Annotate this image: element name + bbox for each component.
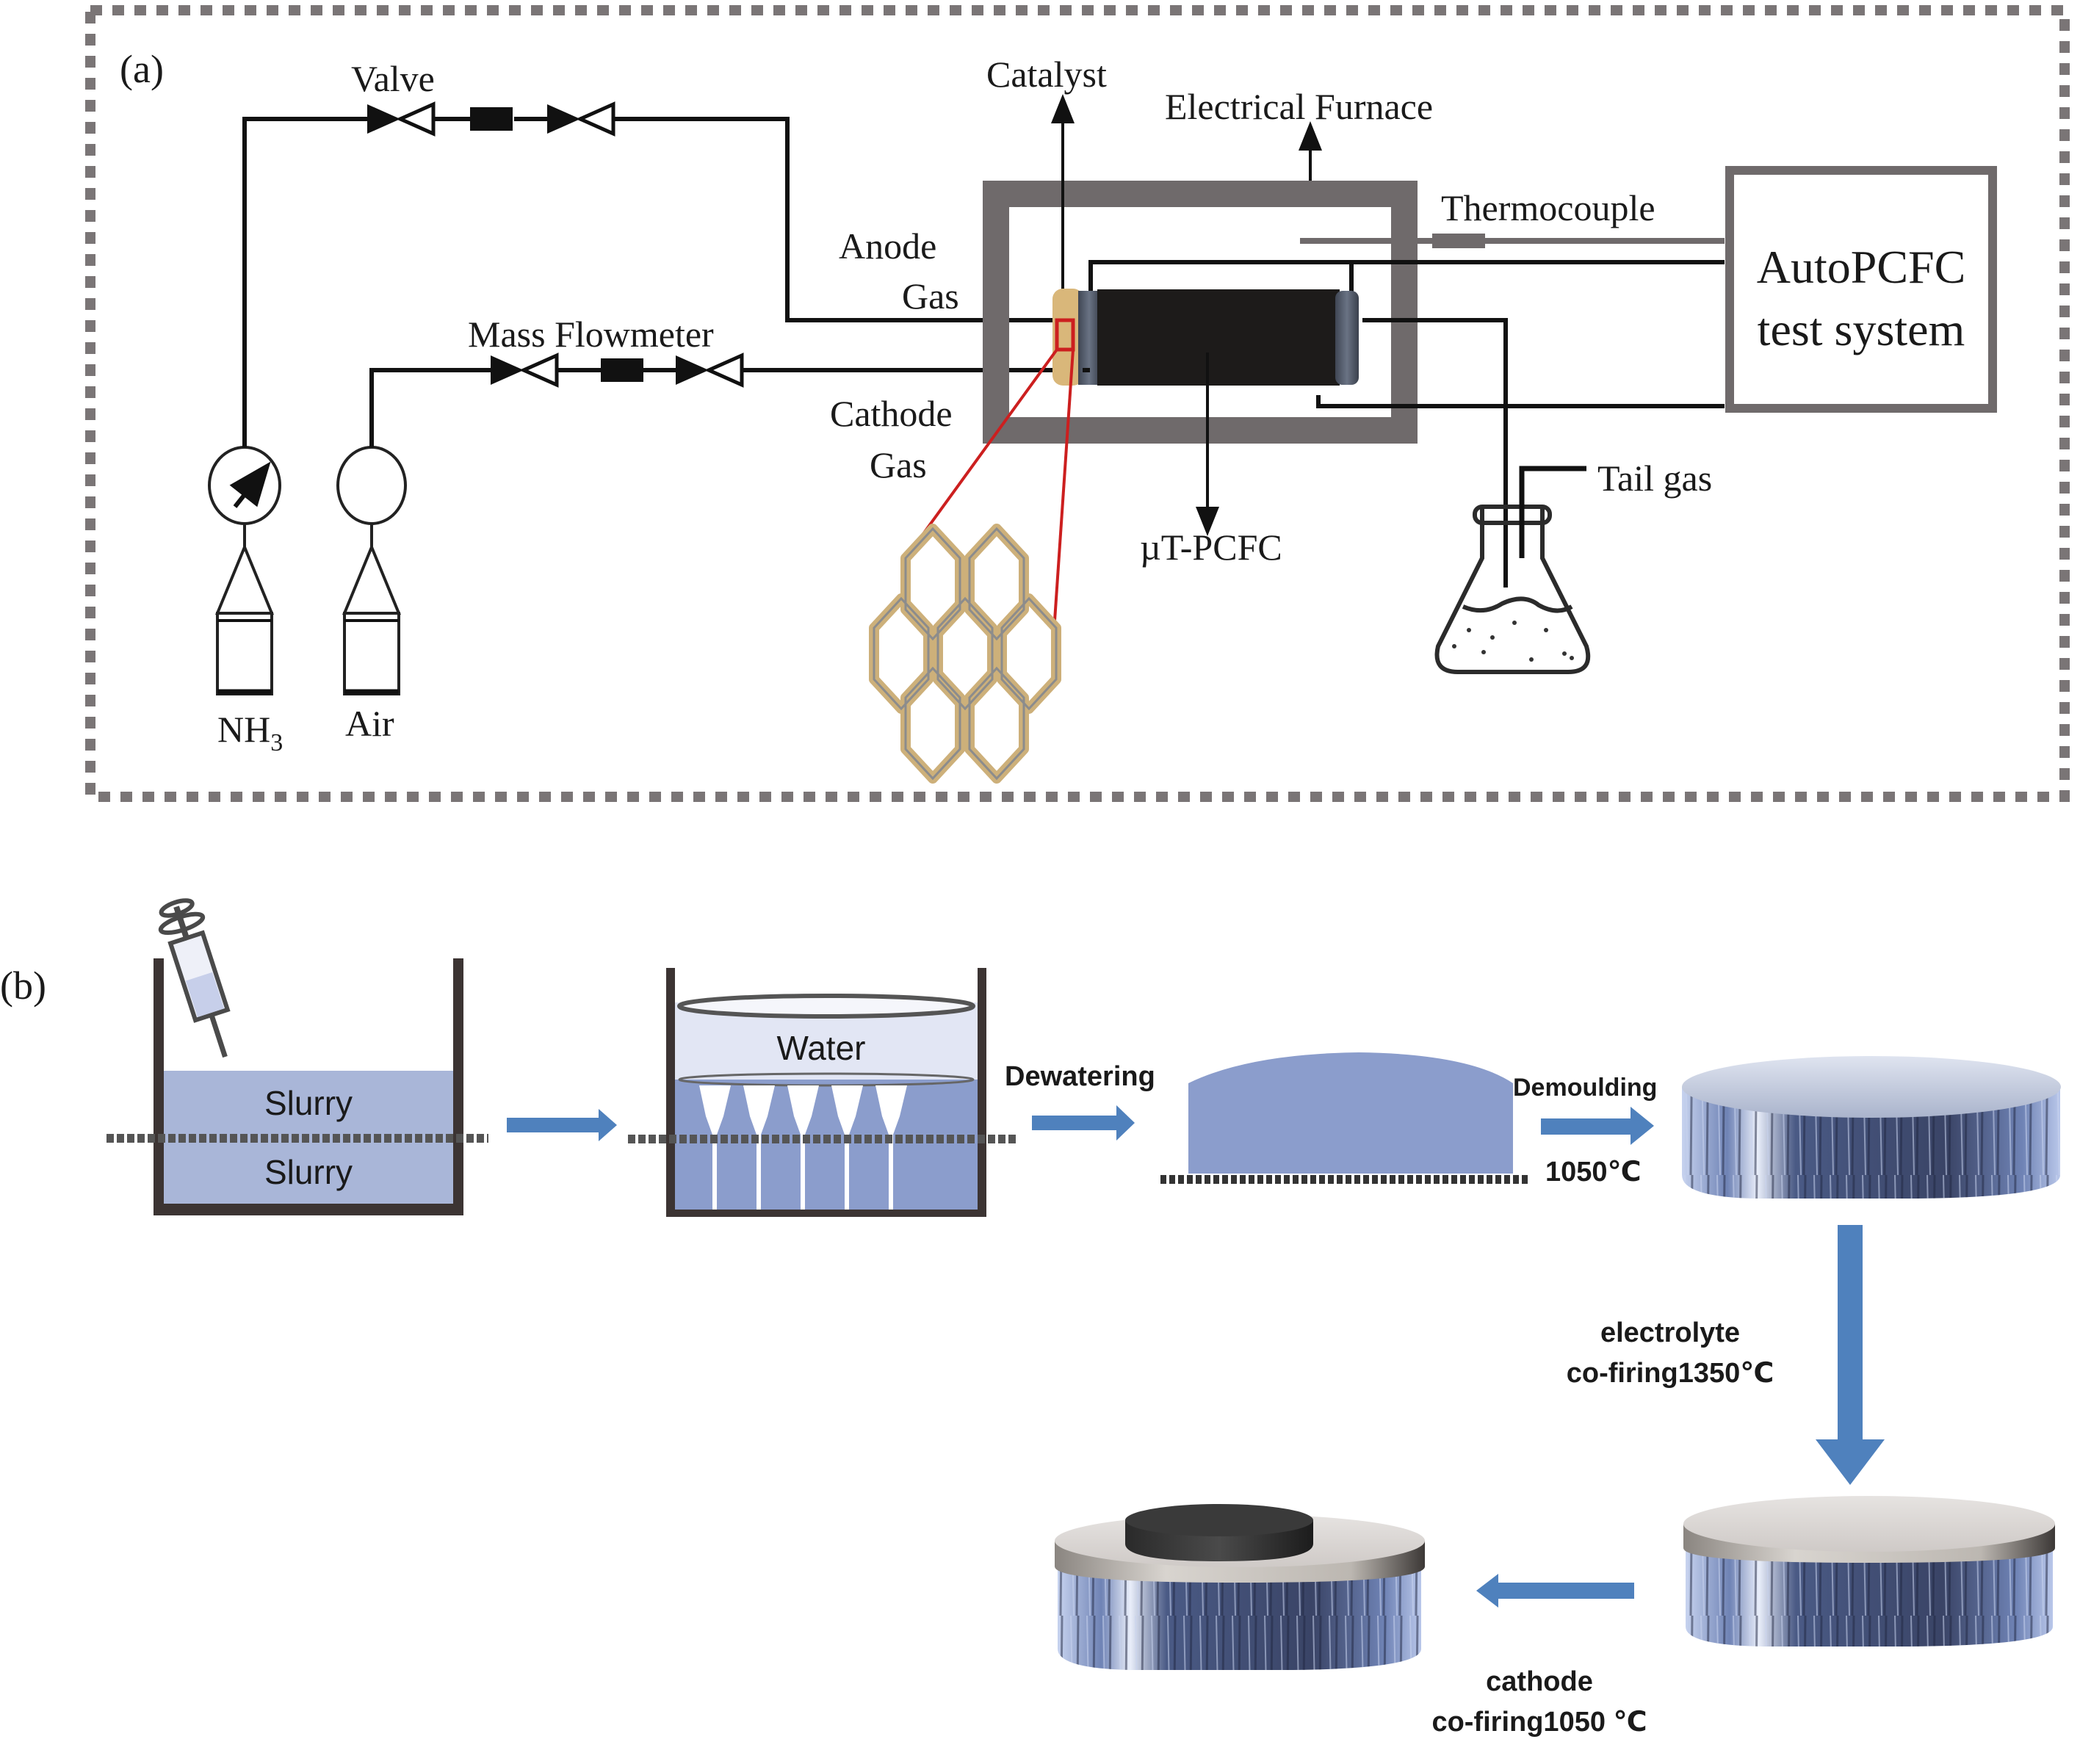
honeycomb-microstructure	[869, 524, 1061, 784]
demoulding-label: Demoulding	[1513, 1074, 1657, 1102]
process-arrow-2	[1032, 1105, 1135, 1141]
syringe-icon	[158, 898, 231, 1058]
electrolyte-coated-support	[1683, 1496, 2055, 1646]
slurry-top-label: Slurry	[264, 1084, 353, 1122]
panel-b-label: (b)	[0, 964, 46, 1008]
cell-label: µT-PCFC	[1140, 527, 1282, 568]
pressure-gauge-icon	[208, 446, 281, 525]
electrolyte-label-2: co-firing1350℃	[1567, 1358, 1774, 1389]
panel-a-label: (a)	[120, 47, 164, 91]
air-label: Air	[345, 703, 394, 744]
tail-gas-flask-icon	[1434, 466, 1591, 674]
electrolyte-label: electrolyte	[1600, 1317, 1740, 1348]
nh3-cylinder-body	[216, 612, 273, 695]
dewatering-label: Dewatering	[1005, 1061, 1155, 1092]
catalyst-layer	[1052, 289, 1083, 386]
freeze-casting-container: Water	[628, 968, 1017, 1217]
test-system-label: AutoPCFC	[1757, 241, 1966, 293]
anode-gas-label: Anode	[839, 225, 936, 267]
cathode-label-2: co-firing1050 ℃	[1431, 1707, 1647, 1738]
demoulding-temp-label: 1050℃	[1545, 1157, 1642, 1188]
air-cylinder-body	[343, 612, 400, 695]
mass-flowmeter-label: Mass Flowmeter	[468, 314, 714, 355]
anode-support-scaffold	[1682, 1056, 2061, 1199]
slurry-bottom-label: Slurry	[264, 1153, 353, 1191]
valve-label: Valve	[351, 58, 435, 99]
anode-gas-label-2: Gas	[902, 275, 959, 317]
thermocouple-label: Thermocouple	[1441, 187, 1655, 228]
panel-b: (b) Slurry Slurry Water	[0, 898, 2061, 1738]
cathode-label: cathode	[1486, 1666, 1593, 1697]
water-label: Water	[777, 1029, 866, 1067]
tail-gas-label: Tail gas	[1597, 458, 1712, 499]
electrical-furnace	[983, 181, 1418, 444]
tube-body	[1097, 289, 1340, 386]
zoom-box	[1055, 318, 1075, 352]
autopcfc-test-system	[1725, 166, 1997, 413]
valve-icon	[367, 101, 787, 137]
micro-tubular-pcfc	[1052, 289, 1359, 386]
catalyst-label: Catalyst	[986, 54, 1107, 95]
nh3-cylinder: NH3	[208, 446, 283, 756]
nh3-label: NH3	[217, 709, 283, 756]
test-system-label-2: test system	[1758, 303, 1965, 355]
cathode-gas-label: Cathode	[830, 393, 953, 434]
flask-particles	[1452, 621, 1574, 662]
process-arrow-1	[507, 1109, 617, 1141]
process-arrow-3	[1541, 1107, 1654, 1145]
frozen-green-body	[1188, 1052, 1513, 1174]
process-arrow-4	[1816, 1225, 1885, 1485]
electrical-furnace-label: Electrical Furnace	[1165, 86, 1433, 127]
process-arrow-5	[1476, 1574, 1634, 1608]
slurry-container: Slurry Slurry	[106, 958, 488, 1215]
panel-a: (a) NH3 Air Valve	[85, 5, 2070, 802]
air-regulator-icon	[336, 446, 407, 525]
thermocouple-sensor	[1432, 234, 1485, 248]
ice-dendrites	[699, 1085, 907, 1212]
cathode-gas-pipe	[369, 368, 1090, 447]
mass-flowmeter-icon	[491, 353, 764, 388]
full-cell	[1055, 1504, 1425, 1670]
cathode-gas-label-2: Gas	[870, 444, 927, 485]
air-cylinder: Air	[336, 446, 407, 744]
panel-a-dashed-border	[85, 5, 2070, 802]
